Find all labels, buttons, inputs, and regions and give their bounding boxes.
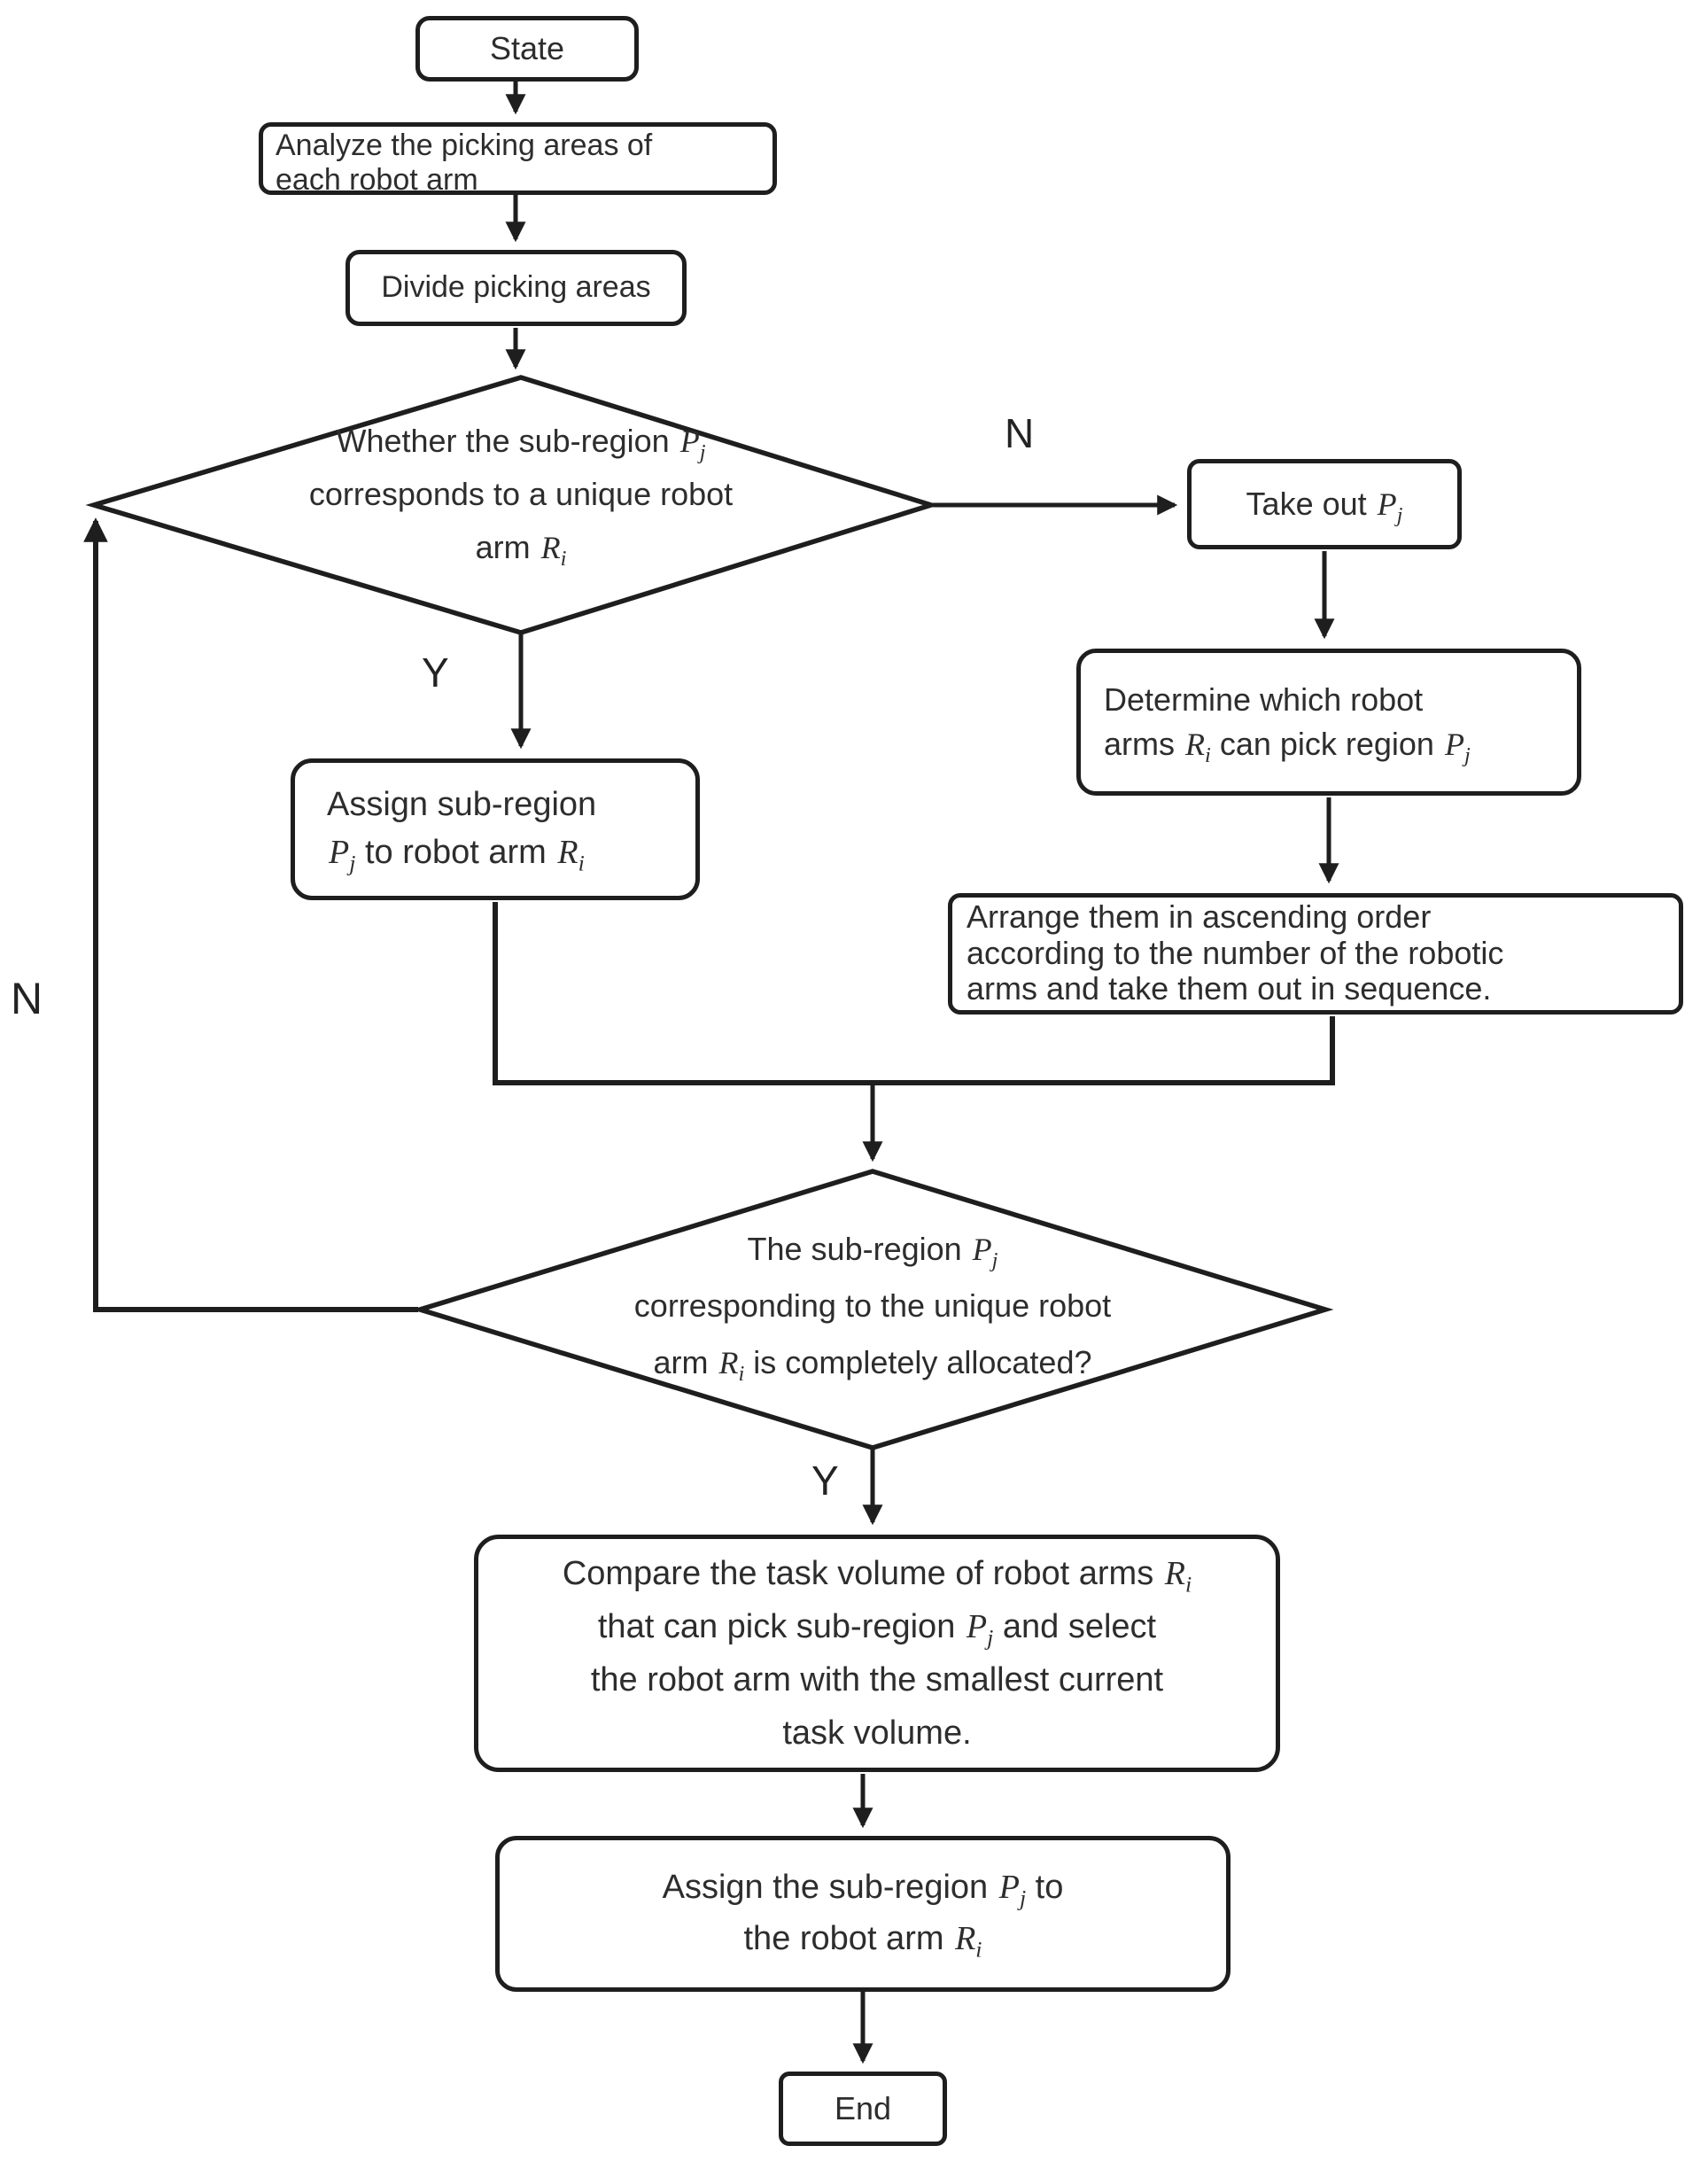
branch-yes-bottom-text: Y bbox=[811, 1458, 839, 1504]
node-compare-task-volume: Compare the task volume of robot arms Ri… bbox=[474, 1535, 1280, 1772]
node-state: State bbox=[415, 16, 639, 82]
node-divide-picking-areas: Divide picking areas bbox=[345, 250, 687, 326]
branch-yes-text: Y bbox=[422, 649, 449, 696]
node-compare-label: Compare the task volume of robot arms Ri… bbox=[562, 1554, 1192, 1753]
branch-label-no-left: N bbox=[11, 973, 43, 1024]
branch-label-yes-top: Y bbox=[422, 649, 449, 696]
branch-no-text: N bbox=[1005, 410, 1035, 456]
branch-no-left-text: N bbox=[11, 974, 43, 1023]
node-divide-label: Divide picking areas bbox=[381, 270, 651, 305]
branch-label-no-top: N bbox=[1005, 409, 1034, 457]
decision-diamond-unique bbox=[85, 375, 940, 635]
edge-merge-connector bbox=[493, 902, 1335, 1085]
node-end: End bbox=[779, 2072, 947, 2146]
node-state-label: State bbox=[489, 29, 565, 66]
node-end-label: End bbox=[834, 2089, 892, 2126]
node-take-out-label: Take out Pj bbox=[1246, 485, 1403, 527]
decision-diamond-allocated bbox=[411, 1169, 1334, 1450]
node-take-out: Take out Pj bbox=[1187, 459, 1462, 549]
edge-decision2-no-loopback bbox=[83, 517, 418, 1312]
branch-label-yes-bottom: Y bbox=[811, 1457, 839, 1504]
